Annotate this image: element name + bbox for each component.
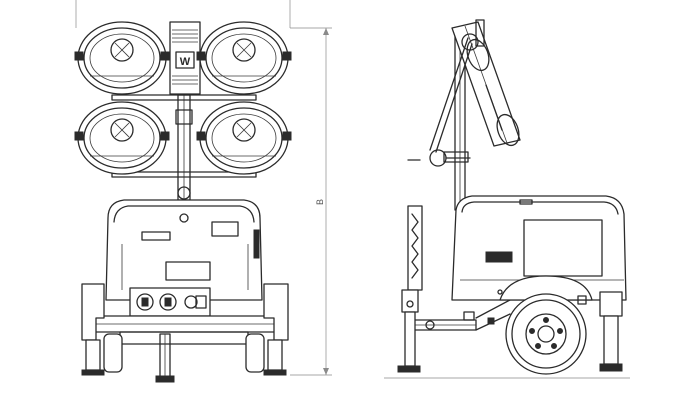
wheels-front [104,334,264,372]
support-strut [408,38,472,166]
logo-mark: W [180,56,191,68]
floodlight-top-left [75,22,169,94]
height-dimension: B [290,28,332,375]
mast [178,95,190,200]
dimension-label: B [315,199,325,205]
front-jack-side [398,206,422,372]
floodlight-bottom-right [197,102,291,174]
floodlight-top-right [197,22,291,94]
socket-panel [130,288,210,316]
wheel-side [500,276,592,374]
outrigger-left [82,284,104,375]
outrigger-right [264,284,288,375]
drawbar [410,300,510,330]
generator-housing-front [106,200,262,300]
lamp-crossbars [112,95,256,177]
side-view [384,20,630,378]
front-view: W [75,0,332,382]
rear-outrigger-side [600,292,622,371]
front-jack [156,334,174,382]
logo-panel: W [170,22,200,94]
floodlight-bottom-left [75,102,169,174]
